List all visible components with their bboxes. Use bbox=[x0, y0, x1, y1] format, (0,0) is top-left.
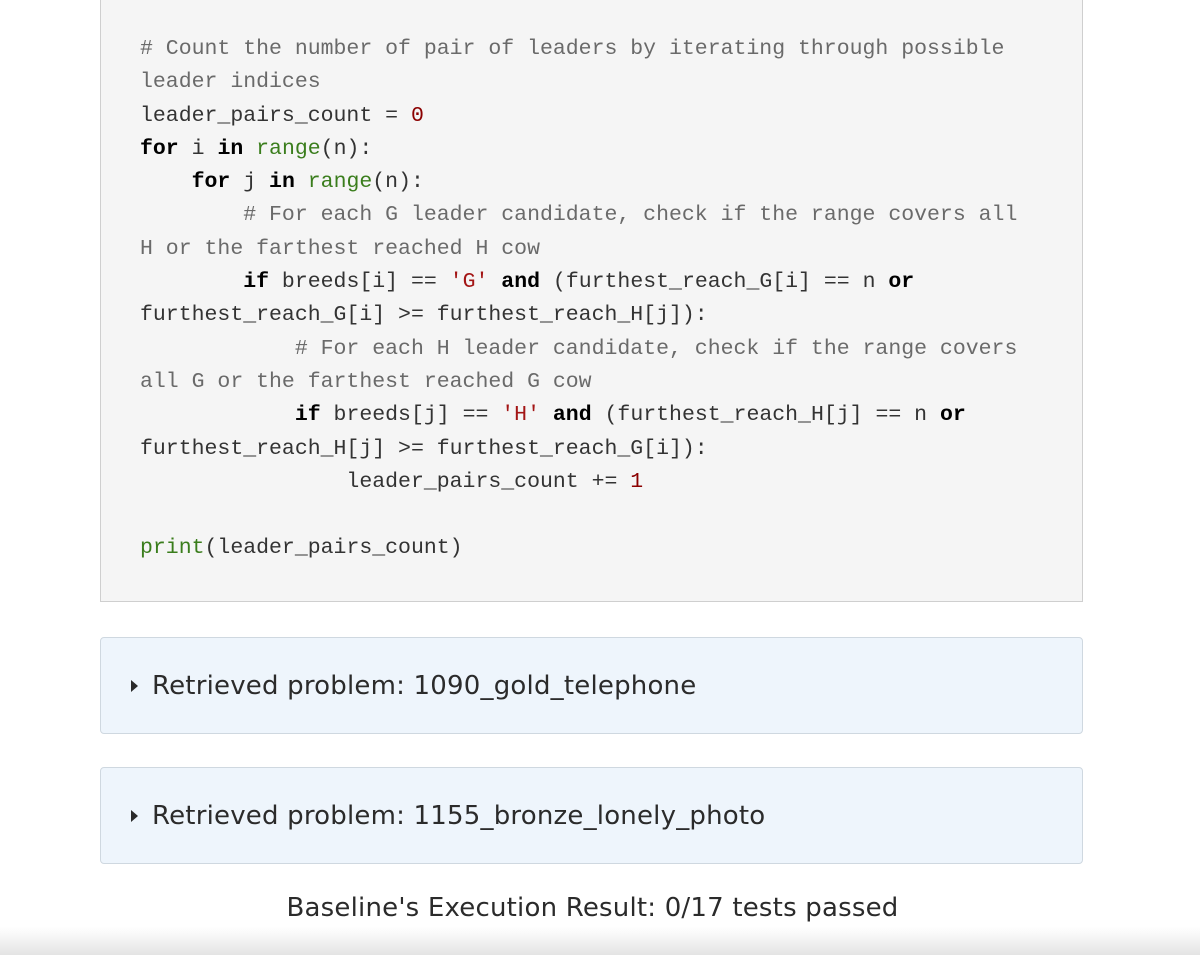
code-keyword: and bbox=[501, 270, 541, 295]
code-text: leader_pairs_count = bbox=[140, 103, 411, 128]
code-text: breeds[j] == bbox=[320, 403, 502, 428]
code-text: j bbox=[230, 170, 270, 195]
retrieved-problem-label: Retrieved problem: 1090_gold_telephone bbox=[152, 670, 697, 701]
code-keyword: for bbox=[140, 136, 179, 161]
code-text bbox=[140, 403, 295, 427]
retrieved-problem-toggle-2[interactable]: Retrieved problem: 1155_bronze_lonely_ph… bbox=[100, 767, 1083, 864]
code-keyword: or bbox=[888, 270, 915, 295]
code-string: 'H' bbox=[501, 403, 540, 428]
code-lines: # Count the number of pair of leaders by… bbox=[140, 33, 1017, 566]
code-line: print(leader_pairs_count) bbox=[140, 532, 1017, 565]
code-text: (n): bbox=[320, 136, 373, 161]
code-keyword: for bbox=[191, 170, 231, 195]
code-text bbox=[488, 270, 501, 294]
code-keyword: and bbox=[552, 403, 592, 428]
code-line: # Count the number of pair of leaders by… bbox=[140, 33, 1017, 66]
code-text bbox=[140, 170, 192, 194]
code-comment: # Count the number of pair of leaders by… bbox=[140, 37, 1005, 61]
code-line: for i in range(n): bbox=[140, 133, 1017, 166]
code-comment: # For each H leader candidate, check if … bbox=[294, 336, 1018, 361]
code-line: # For each H leader candidate, check if … bbox=[140, 333, 1018, 366]
code-line: leader_pairs_count += 1 bbox=[140, 466, 1017, 499]
bottom-fade bbox=[0, 927, 1200, 955]
code-text: i bbox=[178, 136, 218, 161]
code-line: if breeds[i] == 'G' and (furthest_reach_… bbox=[140, 266, 1017, 299]
code-comment: # For each G leader candidate, check if … bbox=[243, 203, 1018, 228]
code-comment: H or the farthest reached H cow bbox=[140, 236, 540, 261]
code-line: H or the farthest reached H cow bbox=[140, 233, 1017, 266]
code-text bbox=[295, 170, 308, 194]
code-line: furthest_reach_H[j] >= furthest_reach_G[… bbox=[140, 433, 1017, 466]
code-keyword: if bbox=[294, 403, 321, 428]
code-line: if breeds[j] == 'H' and (furthest_reach_… bbox=[140, 399, 1017, 432]
code-line: leader indices bbox=[140, 66, 1017, 99]
code-text: furthest_reach_G[i] >= furthest_reach_H[… bbox=[140, 303, 708, 328]
code-text bbox=[243, 137, 256, 161]
code-builtin: range bbox=[256, 136, 321, 161]
code-text: (furthest_reach_H[j] == n bbox=[591, 403, 940, 428]
code-text bbox=[140, 203, 243, 227]
code-builtin: range bbox=[307, 170, 373, 195]
caret-right-icon bbox=[131, 679, 138, 692]
code-text: (leader_pairs_count) bbox=[204, 536, 463, 561]
code-comment: leader indices bbox=[140, 70, 321, 95]
code-text: furthest_reach_H[j] >= furthest_reach_G[… bbox=[140, 436, 708, 461]
retrieved-problem-label: Retrieved problem: 1155_bronze_lonely_ph… bbox=[152, 800, 766, 831]
code-line: furthest_reach_G[i] >= furthest_reach_H[… bbox=[140, 299, 1017, 332]
code-text bbox=[140, 270, 243, 294]
code-comment: all G or the farthest reached G cow bbox=[140, 369, 592, 394]
caret-right-icon bbox=[131, 809, 138, 822]
code-line: # For each G leader candidate, check if … bbox=[140, 199, 1017, 232]
code-number: 0 bbox=[410, 103, 424, 128]
code-text: leader_pairs_count += bbox=[140, 469, 631, 494]
code-line: all G or the farthest reached G cow bbox=[140, 366, 1017, 399]
code-string: 'G' bbox=[449, 270, 489, 295]
code-builtin: print bbox=[140, 536, 205, 561]
code-block bbox=[100, 0, 1083, 602]
execution-result: Baseline's Execution Result: 0/17 tests … bbox=[286, 893, 899, 923]
code-text bbox=[140, 337, 295, 361]
code-text: (n): bbox=[372, 170, 424, 195]
code-keyword: if bbox=[243, 270, 270, 295]
code-line: leader_pairs_count = 0 bbox=[140, 100, 1017, 133]
code-keyword: or bbox=[939, 403, 966, 428]
retrieved-problem-toggle-1[interactable]: Retrieved problem: 1090_gold_telephone bbox=[100, 637, 1083, 734]
code-text: breeds[i] == bbox=[269, 270, 450, 295]
code-line bbox=[140, 499, 1017, 532]
code-text: (furthest_reach_G[i] == n bbox=[540, 270, 889, 295]
code-number: 1 bbox=[630, 469, 644, 494]
code-text bbox=[540, 403, 553, 427]
code-keyword: in bbox=[269, 170, 295, 195]
code-keyword: in bbox=[217, 136, 244, 161]
code-line: for j in range(n): bbox=[140, 166, 1017, 199]
